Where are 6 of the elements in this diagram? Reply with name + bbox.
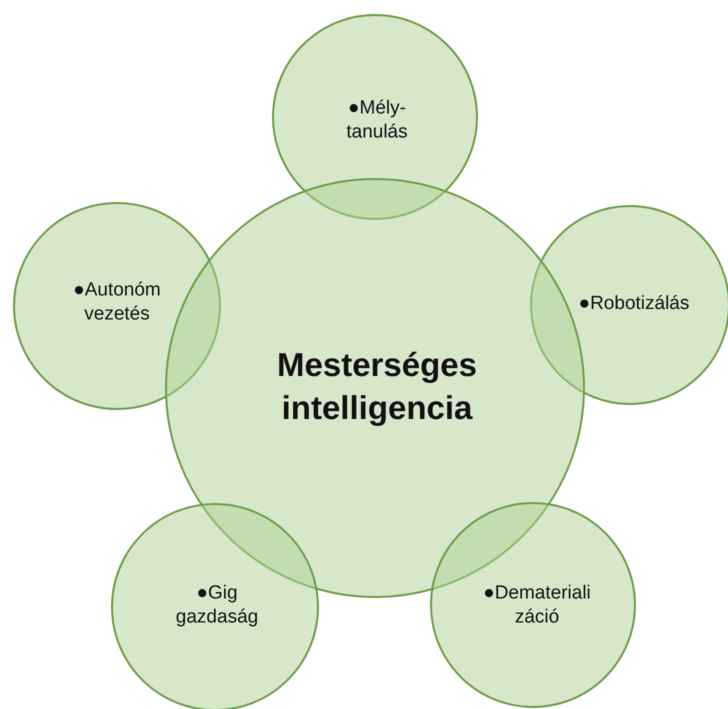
circle-label: ●Demateriali záció (482, 581, 592, 629)
center-title: Mesterséges intelligencia (276, 345, 478, 428)
circle-label: ●Mély- tanulás (345, 96, 409, 144)
circle-label: ●Gig gazdaság (174, 581, 260, 629)
circle-label: ●Robotizálás (578, 292, 690, 316)
circle-label: ●Autonóm vezetés (72, 278, 162, 326)
